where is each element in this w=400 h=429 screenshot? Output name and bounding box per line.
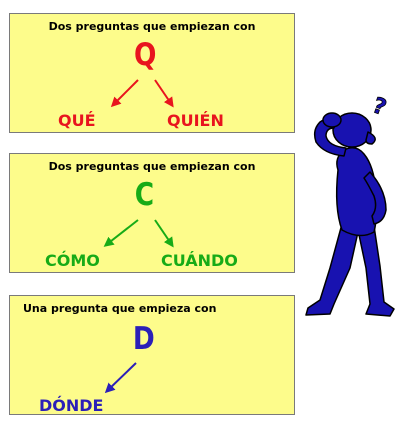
question-word-como: CÓMO — [45, 251, 100, 270]
card-intro-text: Dos preguntas que empiezan con — [48, 20, 256, 33]
arrow-right — [154, 79, 174, 108]
arrows-diagram — [110, 79, 174, 108]
question-word-cuando: CUÁNDO — [161, 251, 238, 270]
question-word-donde: DÓNDE — [39, 396, 104, 415]
initial-letter: D — [132, 321, 155, 357]
arrow-left — [103, 219, 139, 247]
arrow-left — [104, 362, 137, 394]
card-d-words: Una pregunta que empieza con D DÓNDE — [9, 295, 295, 415]
question-word-quien: QUIÉN — [167, 111, 224, 130]
arrows-diagram — [103, 219, 174, 248]
initial-letter: C — [134, 177, 155, 213]
card-intro-text: Dos preguntas que empiezan con — [48, 160, 256, 173]
card-q-words: Dos preguntas que empiezan con Q QUÉ QUI… — [9, 13, 295, 133]
thinking-person-icon: ? — [305, 93, 395, 317]
arrows-diagram — [104, 362, 137, 394]
initial-letter: Q — [133, 37, 157, 73]
card-intro-text: Una pregunta que empieza con — [23, 302, 217, 315]
question-word-que: QUÉ — [58, 111, 96, 130]
question-mark-icon: ? — [369, 93, 390, 121]
card-c-words: Dos preguntas que empiezan con C CÓMO CU… — [9, 153, 295, 273]
arrow-right — [154, 219, 174, 248]
arrow-left — [110, 79, 139, 108]
